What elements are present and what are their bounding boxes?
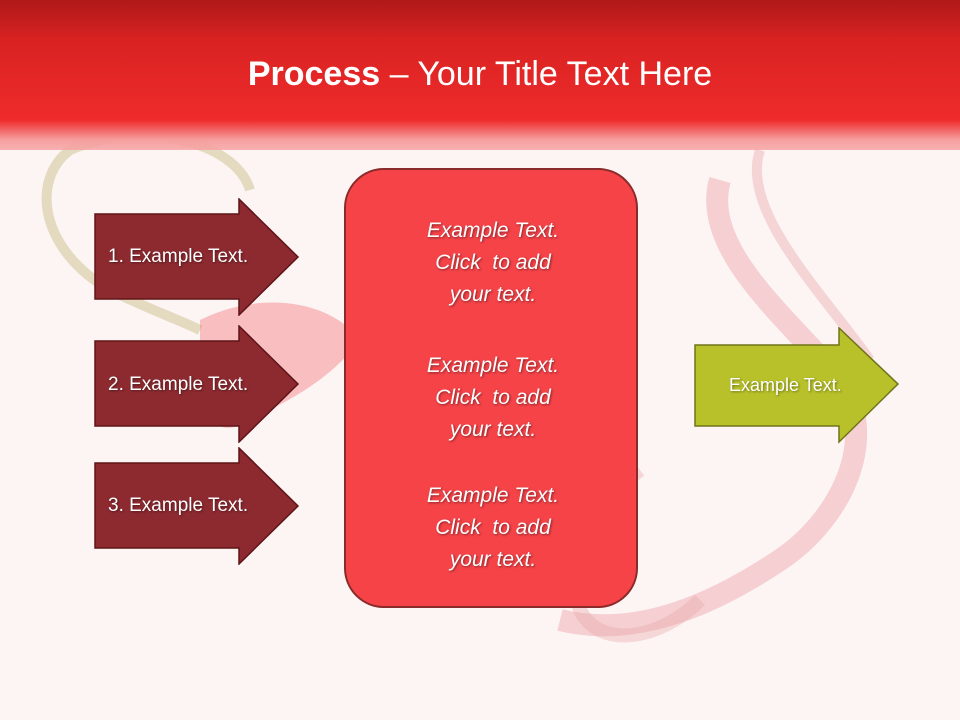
page-title[interactable]: Process – Your Title Text Here	[0, 52, 960, 96]
step-label-3: 3. Example Text.	[108, 495, 249, 516]
title-rest: Your Title Text Here	[417, 55, 713, 93]
center-text-box[interactable]: Example Text. Click to add your text. Ex…	[344, 168, 638, 608]
center-text-block-3: Example Text. Click to add your text.	[346, 480, 640, 576]
center-line: your text.	[449, 418, 537, 441]
center-text-block-2: Example Text. Click to add your text.	[346, 350, 640, 446]
result-label: Example Text.	[729, 375, 842, 395]
center-line: Click to add	[435, 251, 551, 274]
header-band	[0, 0, 960, 150]
center-line: your text.	[449, 283, 537, 306]
step-label-1: 1. Example Text.	[108, 246, 249, 267]
title-bold: Process	[247, 55, 381, 93]
result-arrow[interactable]	[694, 327, 900, 445]
center-line: your text.	[449, 548, 537, 571]
center-line: Example Text.	[426, 484, 560, 507]
center-line: Example Text.	[426, 219, 560, 242]
center-line: Click to add	[435, 516, 551, 539]
step-arrow-1[interactable]	[94, 198, 300, 316]
center-line: Click to add	[435, 386, 551, 409]
step-arrow-3[interactable]	[94, 447, 300, 565]
center-text-block-1: Example Text. Click to add your text.	[346, 215, 640, 311]
center-line: Example Text.	[426, 354, 560, 377]
step-label-2: 2. Example Text.	[108, 374, 249, 395]
title-dash: –	[380, 55, 418, 93]
step-arrow-2[interactable]	[94, 325, 300, 443]
